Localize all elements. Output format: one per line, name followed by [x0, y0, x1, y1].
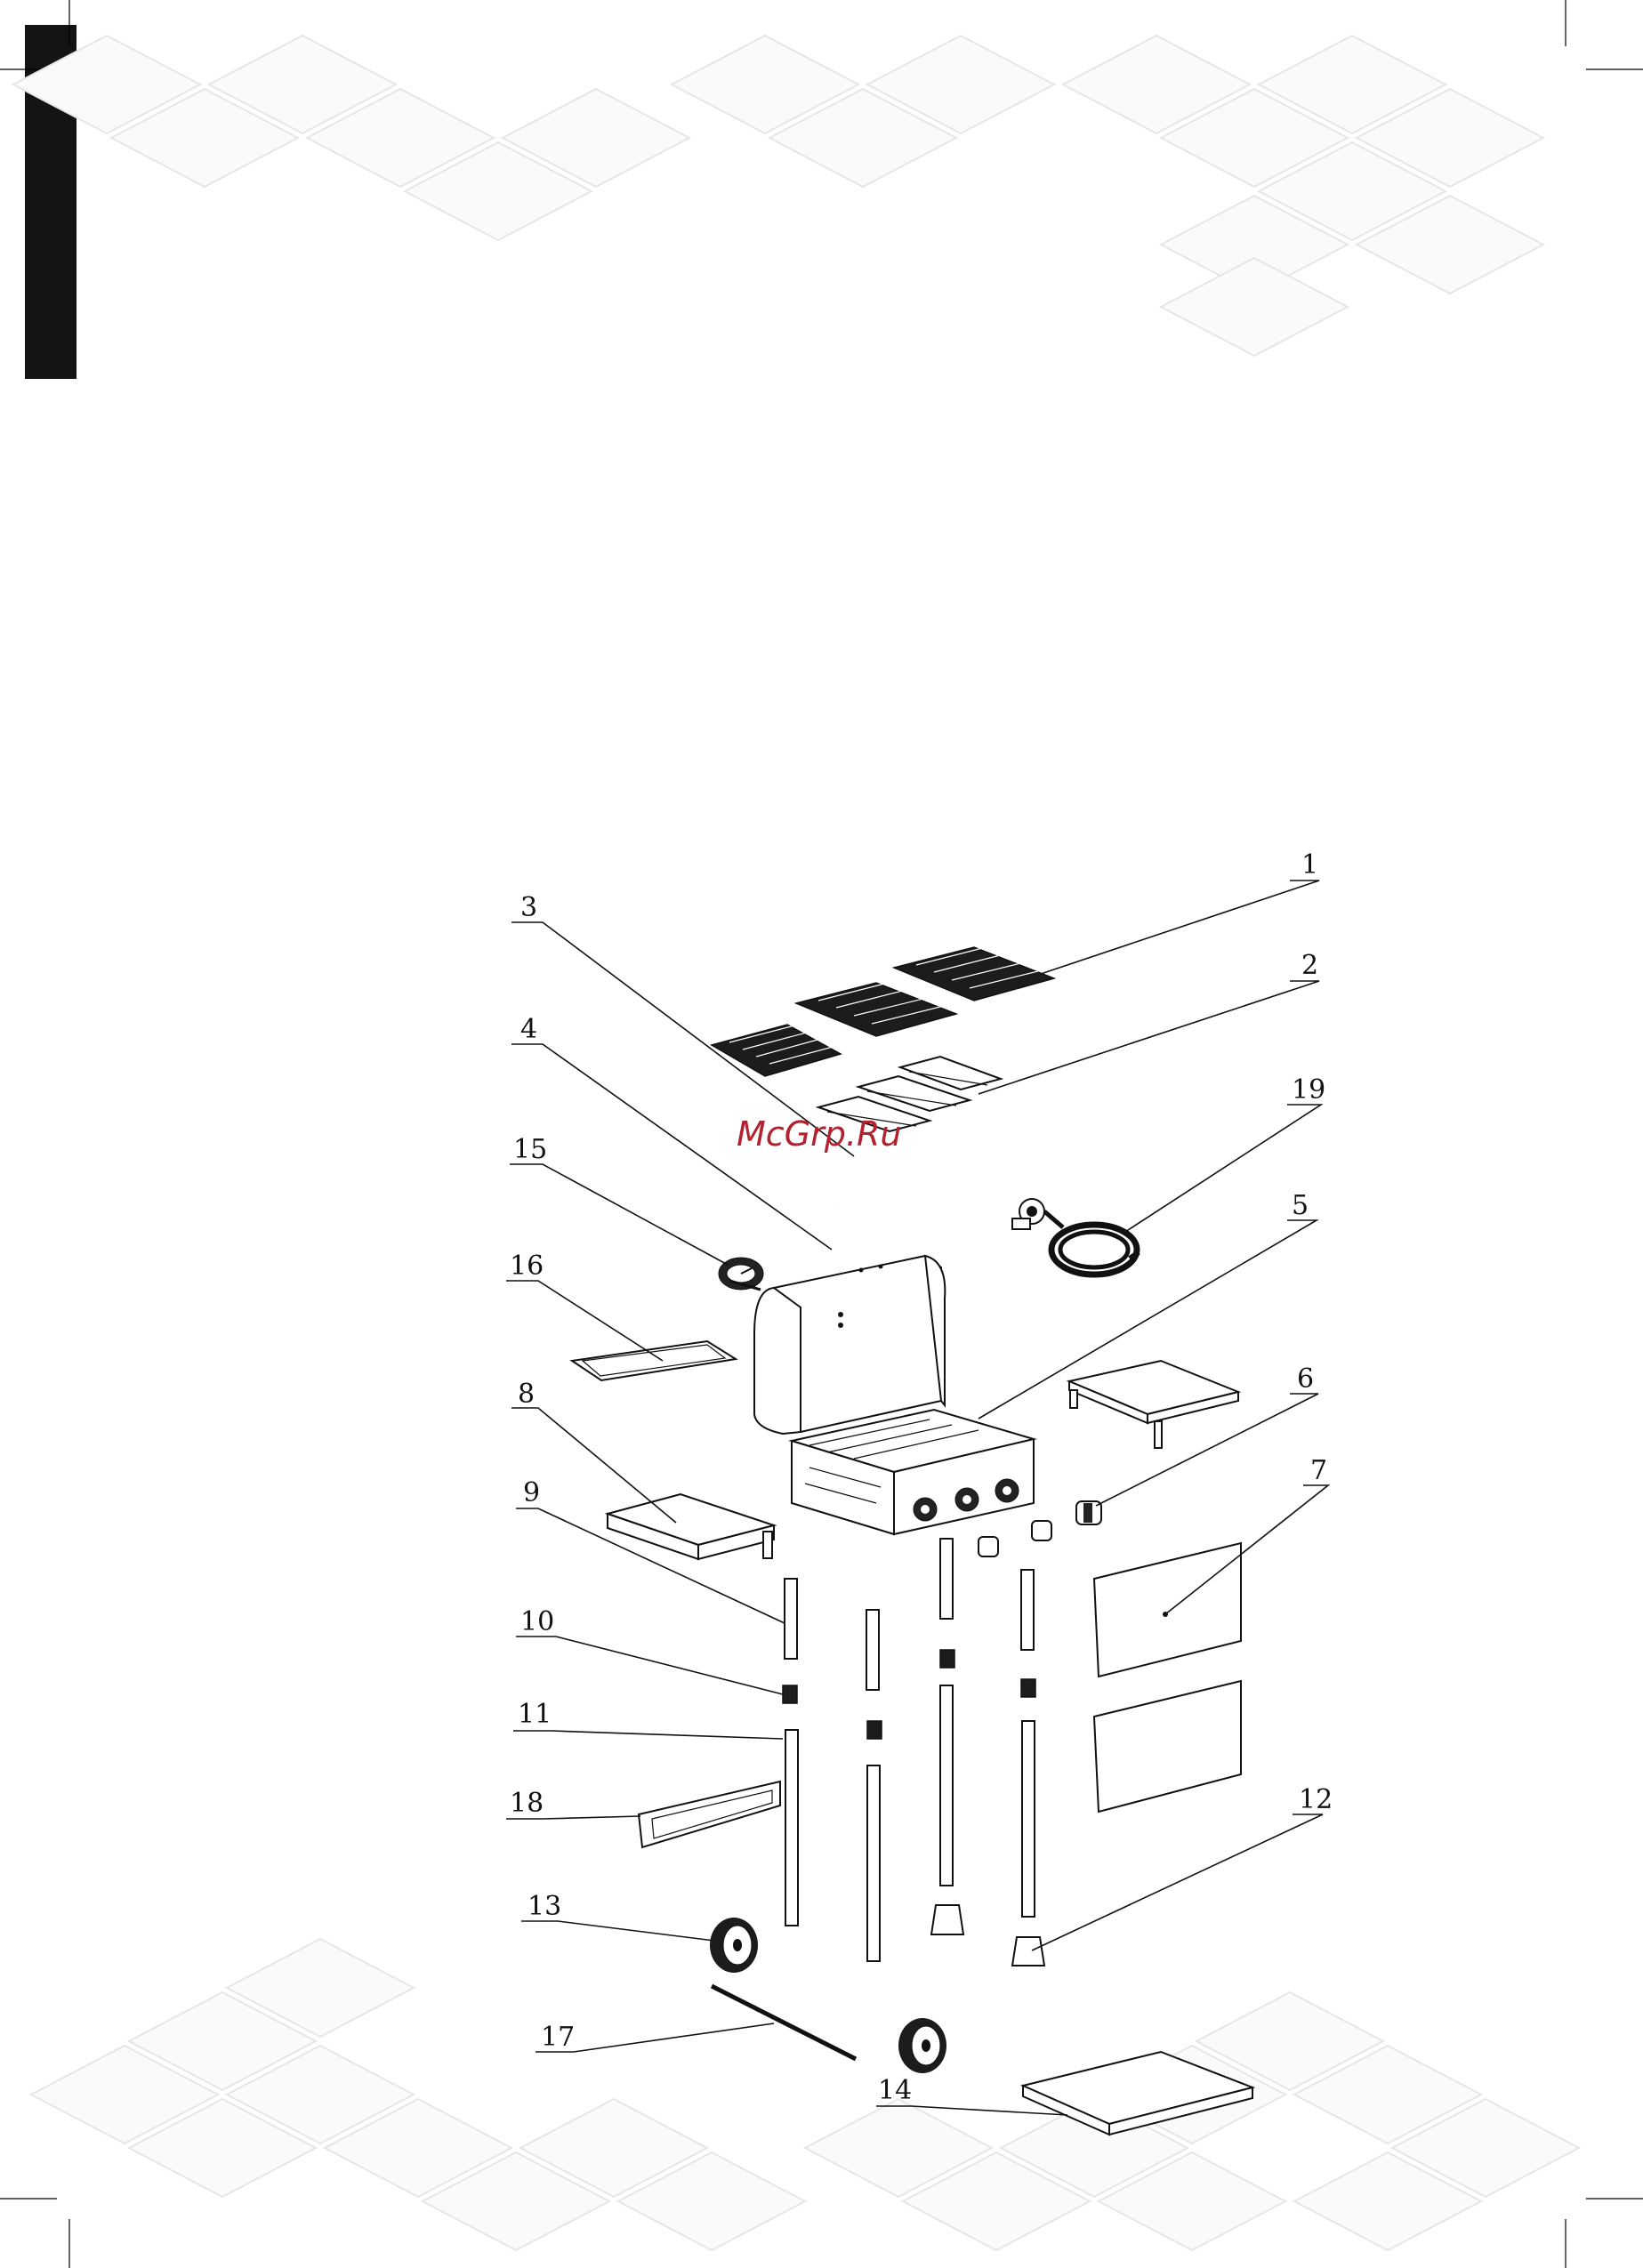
svg-text:2: 2 [1301, 950, 1318, 981]
exploded-view-parts [572, 945, 1252, 2135]
axle-rod [712, 1986, 856, 2059]
callout-11: 11 [513, 1699, 783, 1739]
wheels [710, 1918, 946, 2073]
warming-rack [572, 1341, 736, 1380]
svg-text:4: 4 [520, 1014, 537, 1045]
svg-text:14: 14 [878, 2075, 912, 2106]
cabinet-doors [1094, 1543, 1241, 1812]
svg-text:18: 18 [510, 1788, 544, 1819]
callout-9: 9 [516, 1477, 785, 1623]
svg-text:11: 11 [518, 1699, 552, 1730]
svg-text:6: 6 [1297, 1363, 1314, 1395]
rear-panel [639, 1781, 780, 1847]
svg-text:7: 7 [1310, 1455, 1327, 1486]
svg-text:1: 1 [1301, 849, 1318, 881]
svg-text:10: 10 [520, 1606, 554, 1637]
background-pattern-top [13, 36, 1543, 356]
side-shelf-right [1069, 1361, 1238, 1448]
svg-text:13: 13 [528, 1891, 561, 1922]
svg-text:17: 17 [541, 2022, 575, 2053]
callout-16: 16 [506, 1251, 663, 1361]
callout-12: 12 [1032, 1784, 1333, 1950]
callout-17: 17 [536, 2022, 774, 2053]
callout-13: 13 [521, 1891, 714, 1941]
svg-text:9: 9 [523, 1477, 540, 1508]
legs [783, 1539, 1035, 1961]
callout-15: 15 [510, 1134, 728, 1265]
grill-body [754, 1256, 1034, 1534]
watermark: McGrp.Ru [737, 1114, 901, 1154]
lid-handle [834, 1161, 894, 1207]
thermometer [719, 1258, 763, 1290]
svg-text:12: 12 [1299, 1784, 1333, 1815]
svg-text:16: 16 [510, 1251, 544, 1282]
svg-text:15: 15 [513, 1134, 547, 1165]
background-pattern-bottom [31, 1939, 1579, 2250]
cooking-grates [712, 945, 1054, 1076]
callout-1: 1 [1041, 849, 1319, 974]
callout-10: 10 [516, 1606, 783, 1694]
callout-18: 18 [506, 1788, 640, 1819]
svg-text:5: 5 [1292, 1190, 1309, 1221]
svg-text:19: 19 [1292, 1074, 1325, 1106]
svg-text:3: 3 [520, 892, 537, 923]
gas-hose-regulator [1012, 1199, 1139, 1275]
svg-text:8: 8 [518, 1379, 535, 1410]
side-shelf-left [608, 1494, 774, 1559]
